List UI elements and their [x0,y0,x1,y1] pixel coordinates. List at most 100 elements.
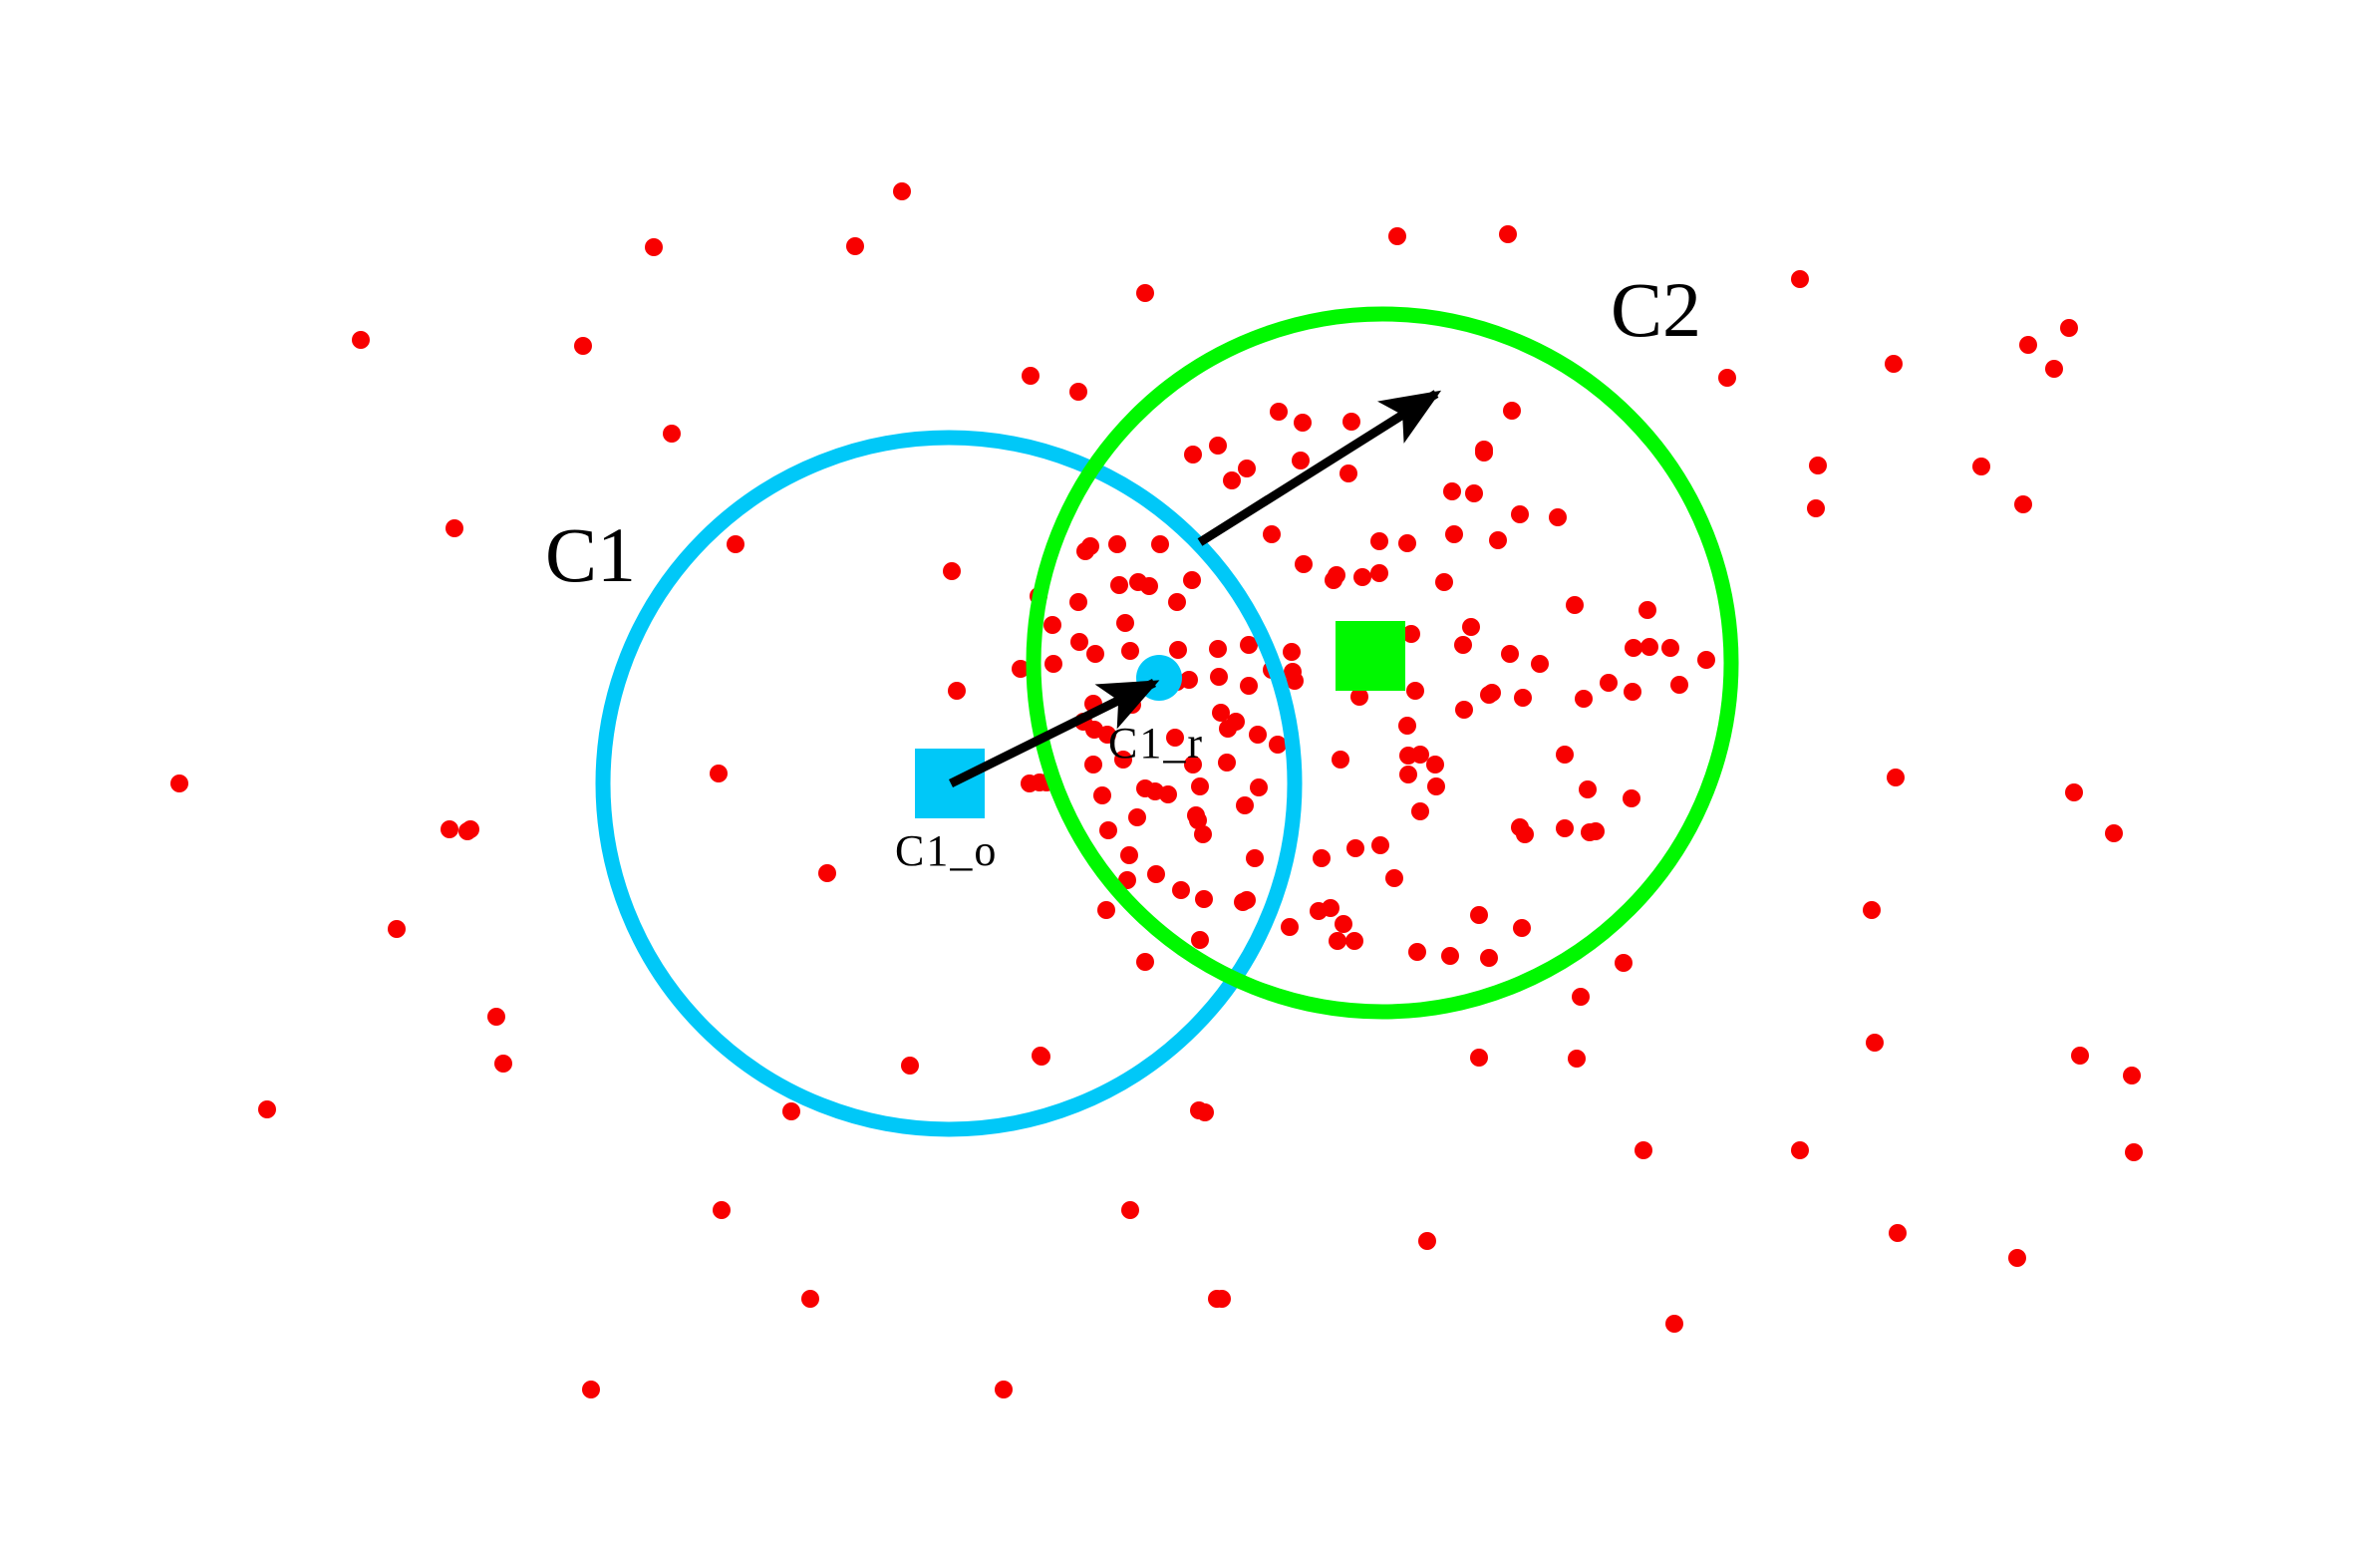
data-point [1269,736,1287,754]
data-point [1623,789,1640,807]
data-point [2125,1143,2143,1161]
data-point [1184,446,1202,464]
data-point [943,562,961,580]
data-point [1531,655,1549,673]
data-point [782,1102,800,1120]
data-point [1489,531,1507,549]
data-point [1093,786,1111,804]
data-point [1511,818,1529,836]
data-point [1313,849,1331,867]
data-point [1572,988,1590,1006]
data-point [1483,684,1501,702]
data-point [2008,1249,2026,1267]
data-point [995,1381,1013,1398]
data-point [1370,532,1388,550]
data-point [1371,836,1389,854]
data-point [1370,564,1388,582]
data-point [1399,766,1417,783]
data-point [1191,777,1209,795]
data-point [1166,729,1184,747]
data-point [1116,614,1134,632]
data-point [1514,689,1532,707]
data-point [1033,1048,1050,1066]
c1-relocated-label: C1_r [1108,719,1204,768]
data-point [1889,1224,1907,1242]
data-point [1513,919,1531,937]
c2-center-square-icon [1336,621,1405,691]
data-point [1283,643,1301,661]
data-point [1549,508,1567,526]
data-point [1501,645,1519,663]
data-point [1084,756,1102,774]
data-point [1427,777,1445,795]
data-point [1511,505,1529,523]
data-point [1114,751,1132,769]
data-point [2045,360,2063,378]
data-point [1069,593,1087,611]
data-point [1070,633,1088,651]
data-point [1615,954,1633,972]
data-point [1238,460,1256,477]
data-point [1480,949,1498,967]
data-point [1136,284,1154,302]
data-point [1385,869,1403,887]
data-point [1295,555,1313,573]
data-point [1335,915,1352,933]
data-point [645,238,663,256]
c1-origin-square-icon [915,749,985,818]
data-point [713,1201,731,1219]
data-point [2105,824,2123,842]
data-point [1809,457,1827,474]
data-point [1345,932,1363,950]
data-point [1194,825,1212,843]
data-point [2065,783,2083,801]
data-point [1885,355,1903,373]
data-point [1286,672,1304,690]
data-point [1426,756,1444,774]
data-point [1069,383,1087,401]
data-point [1455,701,1473,719]
data-point [901,1057,919,1075]
data-point [1195,890,1213,908]
data-point [258,1100,276,1118]
data-point [1791,270,1809,288]
c1-origin-label: C1_o [895,826,998,875]
data-point [1263,525,1281,543]
data-point [1791,1141,1809,1159]
data-point [1566,596,1584,614]
data-point [1086,645,1104,663]
data-point [1640,638,1658,656]
data-point [1281,918,1299,936]
data-point [1043,616,1061,634]
data-point [352,331,370,349]
data-point [1581,823,1599,841]
data-point [663,425,681,443]
data-point [1556,746,1574,764]
data-point [1398,717,1416,735]
data-point [1462,618,1480,636]
data-point [1402,625,1420,643]
data-point [1499,225,1517,243]
data-point [1031,774,1048,791]
data-point [1332,751,1349,769]
c1-shift-arrow-icon [949,678,1160,788]
data-point [170,774,188,792]
data-point [1190,1101,1208,1119]
data-point [1661,639,1679,657]
data-point [1454,636,1472,654]
data-point [1408,943,1426,961]
cluster-c1-circle [595,430,1303,1137]
data-point [574,337,592,355]
data-point [1568,1050,1586,1068]
data-point [948,682,966,700]
data-point [1168,593,1186,611]
data-point [1398,534,1416,552]
data-point [1076,542,1094,560]
data-point [1418,1232,1436,1250]
data-point [1240,636,1258,654]
data-point [582,1381,600,1398]
data-point [487,1008,505,1026]
data-point [2123,1067,2141,1084]
c1-relocated-circle-icon [1136,655,1182,701]
